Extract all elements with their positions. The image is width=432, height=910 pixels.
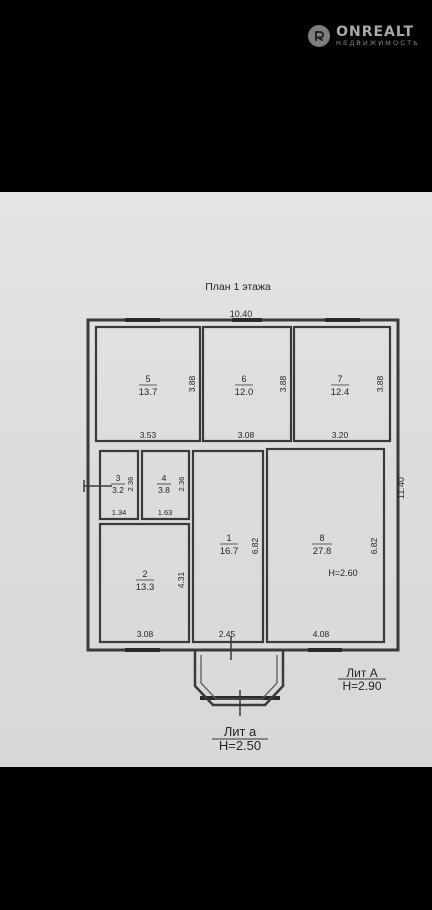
room-5-width: 3.53 — [140, 430, 157, 440]
room-3-depth: 2.36 — [126, 477, 135, 492]
lit-a-label: Лит А — [346, 666, 377, 680]
room-3-area: 3.2 — [112, 485, 124, 495]
room-6-walls — [201, 325, 293, 443]
watermark-subtitle: НЕДВИЖИМОСТЬ — [336, 39, 420, 47]
room-2-walls — [98, 522, 191, 644]
room-8-walls — [265, 447, 386, 644]
room-2-area: 13.3 — [136, 582, 155, 593]
room-5-area: 13.7 — [139, 387, 158, 398]
room-4-area: 3.8 — [158, 485, 170, 495]
room-8-depth: 6.82 — [369, 537, 379, 554]
room-1-depth: 6.82 — [250, 537, 260, 554]
room-5-number: 5 — [145, 374, 150, 384]
room-1-number: 1 — [226, 533, 231, 543]
watermark-logo: ONREALT НЕДВИЖИМОСТЬ — [308, 20, 420, 52]
watermark-brand: ONREALT — [336, 23, 415, 40]
room-7-walls — [292, 325, 392, 443]
porch-inner — [200, 655, 278, 700]
onrealt-logo-icon — [308, 25, 331, 47]
room-1-width: 2.45 — [219, 629, 236, 639]
lit-a-height: H=2.90 — [342, 679, 381, 693]
room-8-width: 4.08 — [313, 629, 330, 639]
room-6-depth: 3.88 — [278, 375, 288, 392]
room-4-width: 1.63 — [158, 508, 173, 517]
room-6-number: 6 — [241, 374, 246, 384]
room-2-width: 3.08 — [137, 629, 154, 639]
room-2-depth: 4.31 — [176, 571, 186, 588]
overall-depth: 11.40 — [396, 477, 406, 499]
room-3-walls — [98, 449, 140, 521]
room-7-depth: 3.88 — [375, 375, 385, 392]
room-3-width: 1.34 — [112, 508, 127, 517]
room-7-area: 12.4 — [331, 387, 350, 398]
lit-small-a-label: Лит а — [224, 724, 257, 739]
floor-plan-sheet — [0, 192, 432, 767]
room-5-depth: 3.88 — [187, 375, 197, 392]
room-7-width: 3.20 — [332, 430, 349, 440]
room-4-walls — [140, 449, 191, 521]
room-1-walls — [191, 449, 265, 644]
room-6-width: 3.08 — [238, 430, 255, 440]
room-8-number: 8 — [319, 533, 324, 543]
room-4-depth: 2.36 — [177, 477, 186, 492]
room-8-area: 27.8 — [313, 546, 332, 557]
room-8-height: H=2.60 — [328, 568, 357, 578]
lit-small-a-height: H=2.50 — [219, 738, 261, 753]
room-1-area: 16.7 — [220, 546, 239, 557]
overall-width: 10.40 — [230, 309, 253, 319]
room-3-number: 3 — [116, 473, 121, 483]
room-7-number: 7 — [337, 374, 342, 384]
porch-outline — [193, 650, 285, 707]
room-4-number: 4 — [162, 473, 167, 483]
room-2-number: 2 — [142, 569, 147, 579]
room-5-walls — [94, 325, 202, 443]
plan-title: План 1 этажа — [205, 281, 271, 293]
room-6-area: 12.0 — [235, 387, 254, 398]
